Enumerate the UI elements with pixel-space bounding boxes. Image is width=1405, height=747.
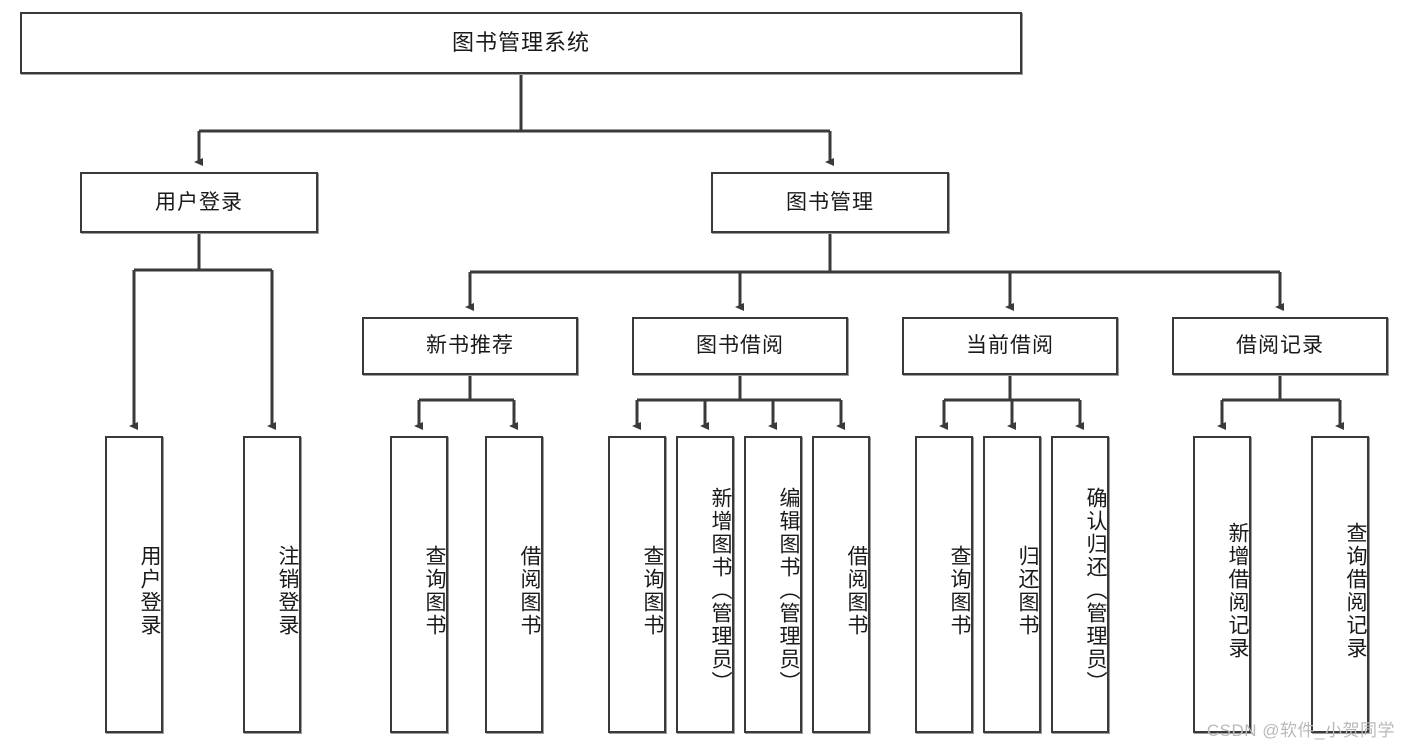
node-leaf-borrow-add-book-admin[interactable]: 新增图书（管理员） (676, 436, 734, 733)
node-label: 编辑图书（管理员） (777, 487, 800, 694)
node-leaf-newbook-query-book[interactable]: 查询图书 (390, 436, 448, 733)
node-leaf-record-add-borrow-record[interactable]: 新增借阅记录 (1193, 436, 1251, 733)
node-label: 图书管理 (786, 190, 874, 214)
node-label: 注销登录 (276, 544, 299, 637)
node-label: 借阅图书 (518, 544, 541, 637)
node-label: 新增图书（管理员） (709, 487, 732, 694)
node-label: 图书借阅 (696, 334, 784, 358)
node-label: 用户登录 (138, 544, 161, 637)
node-borrow-record[interactable]: 借阅记录 (1172, 317, 1388, 375)
node-leaf-borrow-borrow-book[interactable]: 借阅图书 (812, 436, 870, 733)
node-label: 归还图书 (1016, 544, 1039, 637)
node-label: 查询图书 (423, 544, 446, 637)
node-label: 查询图书 (641, 544, 664, 637)
node-label: 确认归还（管理员） (1084, 487, 1107, 694)
node-label: 图书管理系统 (451, 29, 590, 55)
node-user-login[interactable]: 用户登录 (80, 172, 318, 233)
node-label: 借阅记录 (1236, 334, 1324, 358)
node-leaf-borrow-query-book[interactable]: 查询图书 (608, 436, 666, 733)
node-book-borrow[interactable]: 图书借阅 (632, 317, 848, 375)
node-leaf-current-confirm-return-admin[interactable]: 确认归还（管理员） (1051, 436, 1109, 733)
node-label: 新增借阅记录 (1226, 521, 1249, 660)
node-label: 当前借阅 (966, 334, 1054, 358)
node-leaf-current-return-book[interactable]: 归还图书 (983, 436, 1041, 733)
node-leaf-logout[interactable]: 注销登录 (243, 436, 301, 733)
node-book-management[interactable]: 图书管理 (711, 172, 949, 233)
node-current-borrow[interactable]: 当前借阅 (902, 317, 1118, 375)
node-root-book-management-system[interactable]: 图书管理系统 (20, 12, 1022, 74)
node-label: 用户登录 (155, 190, 243, 214)
node-leaf-newbook-borrow-book[interactable]: 借阅图书 (485, 436, 543, 733)
node-label: 查询借阅记录 (1344, 521, 1367, 660)
node-leaf-borrow-edit-book-admin[interactable]: 编辑图书（管理员） (744, 436, 802, 733)
node-label: 借阅图书 (845, 544, 868, 637)
node-new-book-recommend[interactable]: 新书推荐 (362, 317, 578, 375)
node-leaf-user-login[interactable]: 用户登录 (105, 436, 163, 733)
node-leaf-record-query-borrow-record[interactable]: 查询借阅记录 (1311, 436, 1369, 733)
node-leaf-current-query-book[interactable]: 查询图书 (915, 436, 973, 733)
node-label: 查询图书 (948, 544, 971, 637)
node-label: 新书推荐 (426, 334, 514, 358)
